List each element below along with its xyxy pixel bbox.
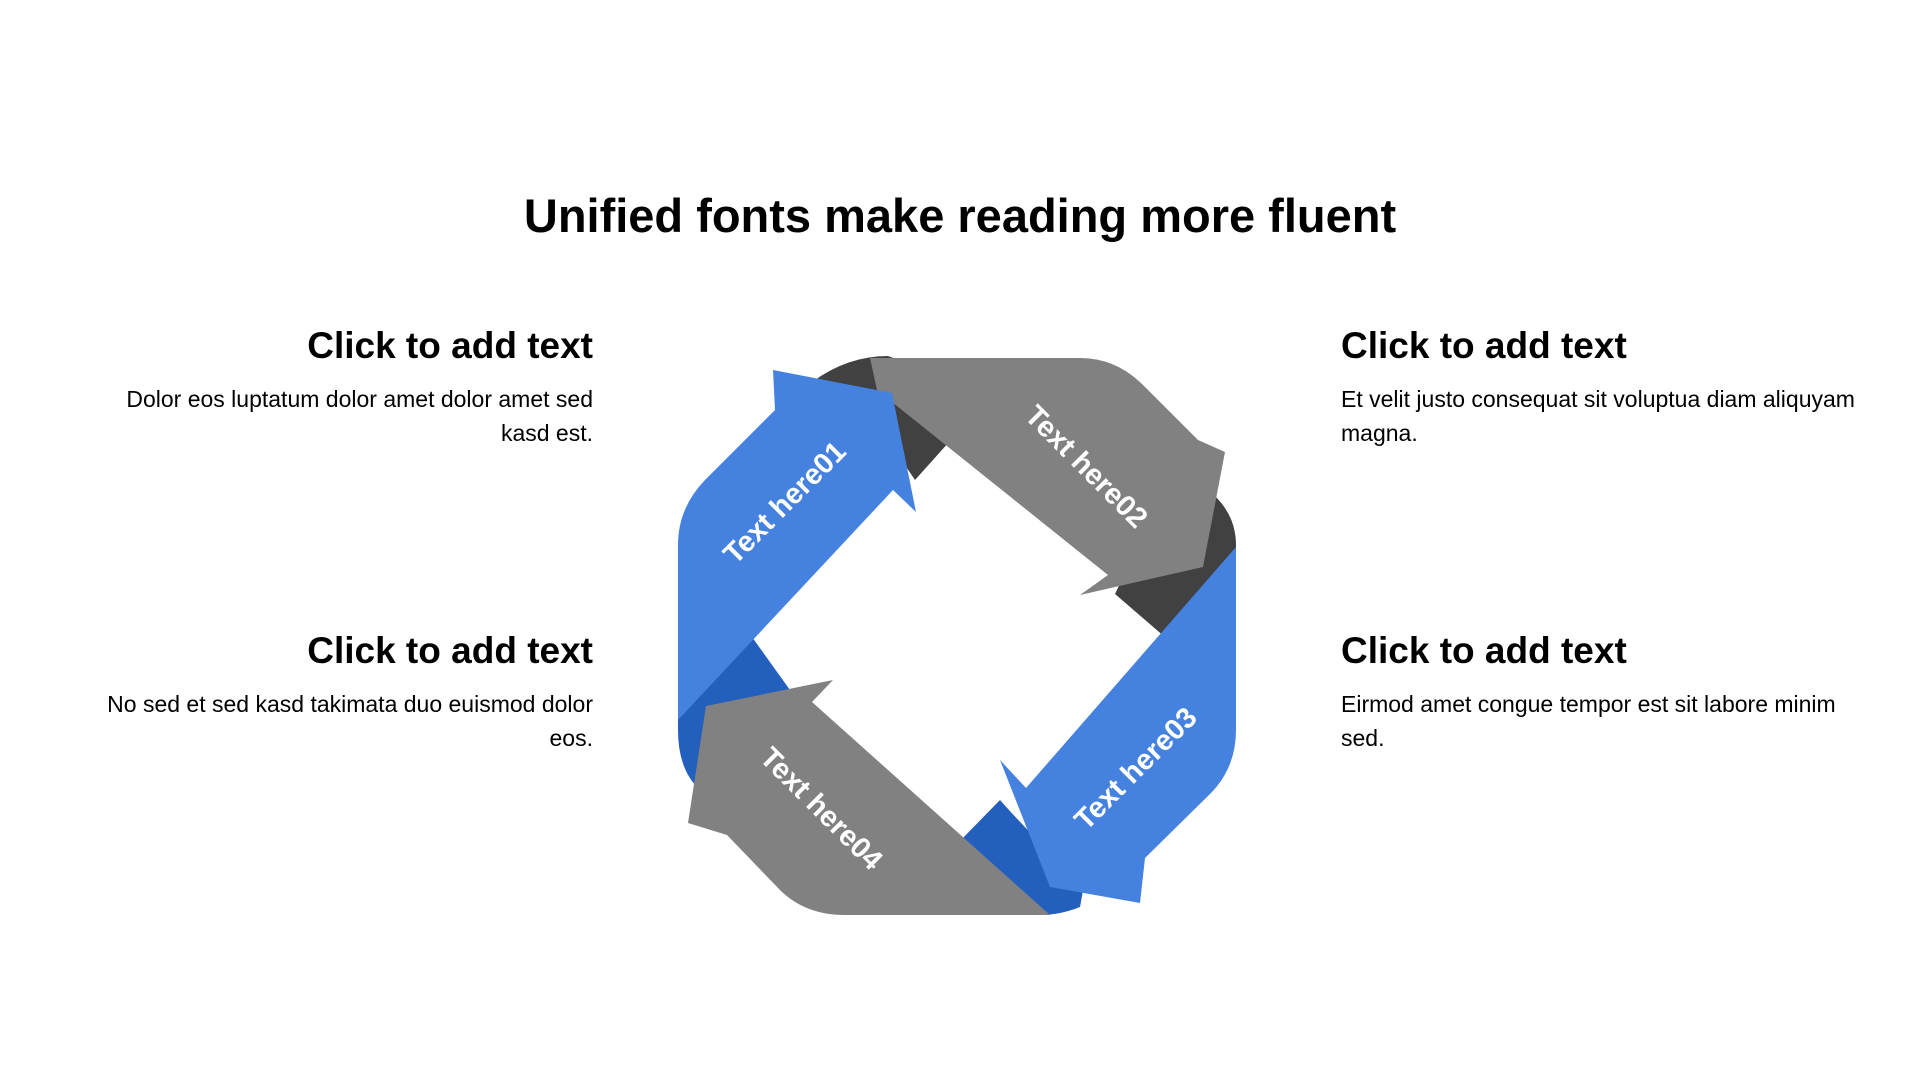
- block-body: Dolor eos luptatum dolor amet dolor amet…: [126, 386, 593, 446]
- block-heading: Click to add text: [307, 325, 593, 366]
- text-block-bottom-left: Click to add text No sed et sed kasd tak…: [73, 629, 593, 755]
- cycle-segment-04: [688, 680, 1050, 915]
- cycle-segment-02: [870, 358, 1225, 595]
- text-block-top-left: Click to add text Dolor eos luptatum dol…: [73, 324, 593, 450]
- block-heading: Click to add text: [307, 630, 593, 671]
- block-body: No sed et sed kasd takimata duo euismod …: [107, 691, 593, 751]
- slide-title: Unified fonts make reading more fluent: [523, 189, 1397, 242]
- text-block-top-right: Click to add text Et velit justo consequ…: [1341, 324, 1861, 450]
- text-block-bottom-right: Click to add text Eirmod amet congue tem…: [1341, 629, 1861, 755]
- block-body: Et velit justo consequat sit voluptua di…: [1341, 386, 1855, 446]
- block-heading: Click to add text: [1341, 630, 1627, 671]
- block-heading: Click to add text: [1341, 325, 1627, 366]
- cycle-segment-03: [1000, 547, 1236, 903]
- cycle-segment-01: [678, 370, 916, 720]
- block-body: Eirmod amet congue tempor est sit labore…: [1341, 691, 1836, 751]
